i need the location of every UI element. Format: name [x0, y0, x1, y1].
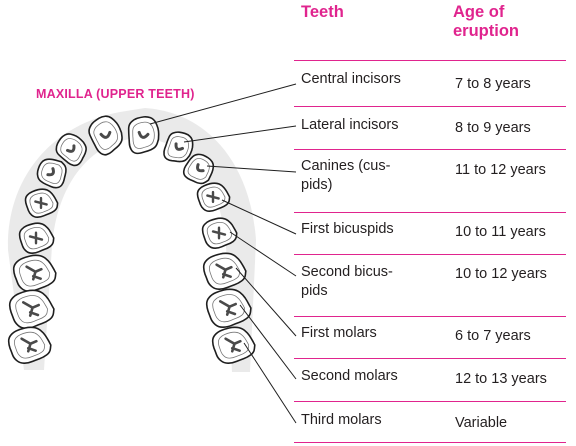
table-rule [294, 358, 566, 359]
eruption-age: 12 to 13 years [455, 370, 573, 389]
eruption-age: 10 to 12 years [455, 265, 573, 284]
tooth-name: Central incisors [301, 70, 419, 89]
tooth-name: Third molars [301, 411, 419, 430]
tooth-name: Second molars [301, 367, 419, 386]
table-rule [294, 401, 566, 402]
eruption-age: 7 to 8 years [455, 75, 573, 94]
tooth-name: First molars [301, 324, 419, 343]
table-rule [294, 442, 566, 443]
eruption-age: 8 to 9 years [455, 119, 573, 138]
table-rule [294, 316, 566, 317]
tooth-name: Lateral incisors [301, 116, 419, 135]
tooth-name: First bicuspids [301, 220, 419, 239]
tooth-name: Canines (cus-pids) [301, 157, 411, 195]
table-rule [294, 60, 566, 61]
leader-line-third-molars [244, 343, 296, 423]
table-rule [294, 254, 566, 255]
jaw-label: MAXILLA (UPPER TEETH) [36, 87, 195, 101]
eruption-age: Variable [455, 414, 573, 433]
eruption-age: 6 to 7 years [455, 327, 573, 346]
table-rule [294, 212, 566, 213]
teeth-column-header: Teeth [301, 3, 344, 22]
eruption-age: 11 to 12 years [455, 161, 573, 180]
tooth-name: Second bicus-pids [301, 263, 411, 301]
table-rule [294, 106, 566, 107]
table-rule [294, 149, 566, 150]
age-column-header: Age of eruption [453, 3, 563, 41]
eruption-age: 10 to 11 years [455, 223, 573, 242]
